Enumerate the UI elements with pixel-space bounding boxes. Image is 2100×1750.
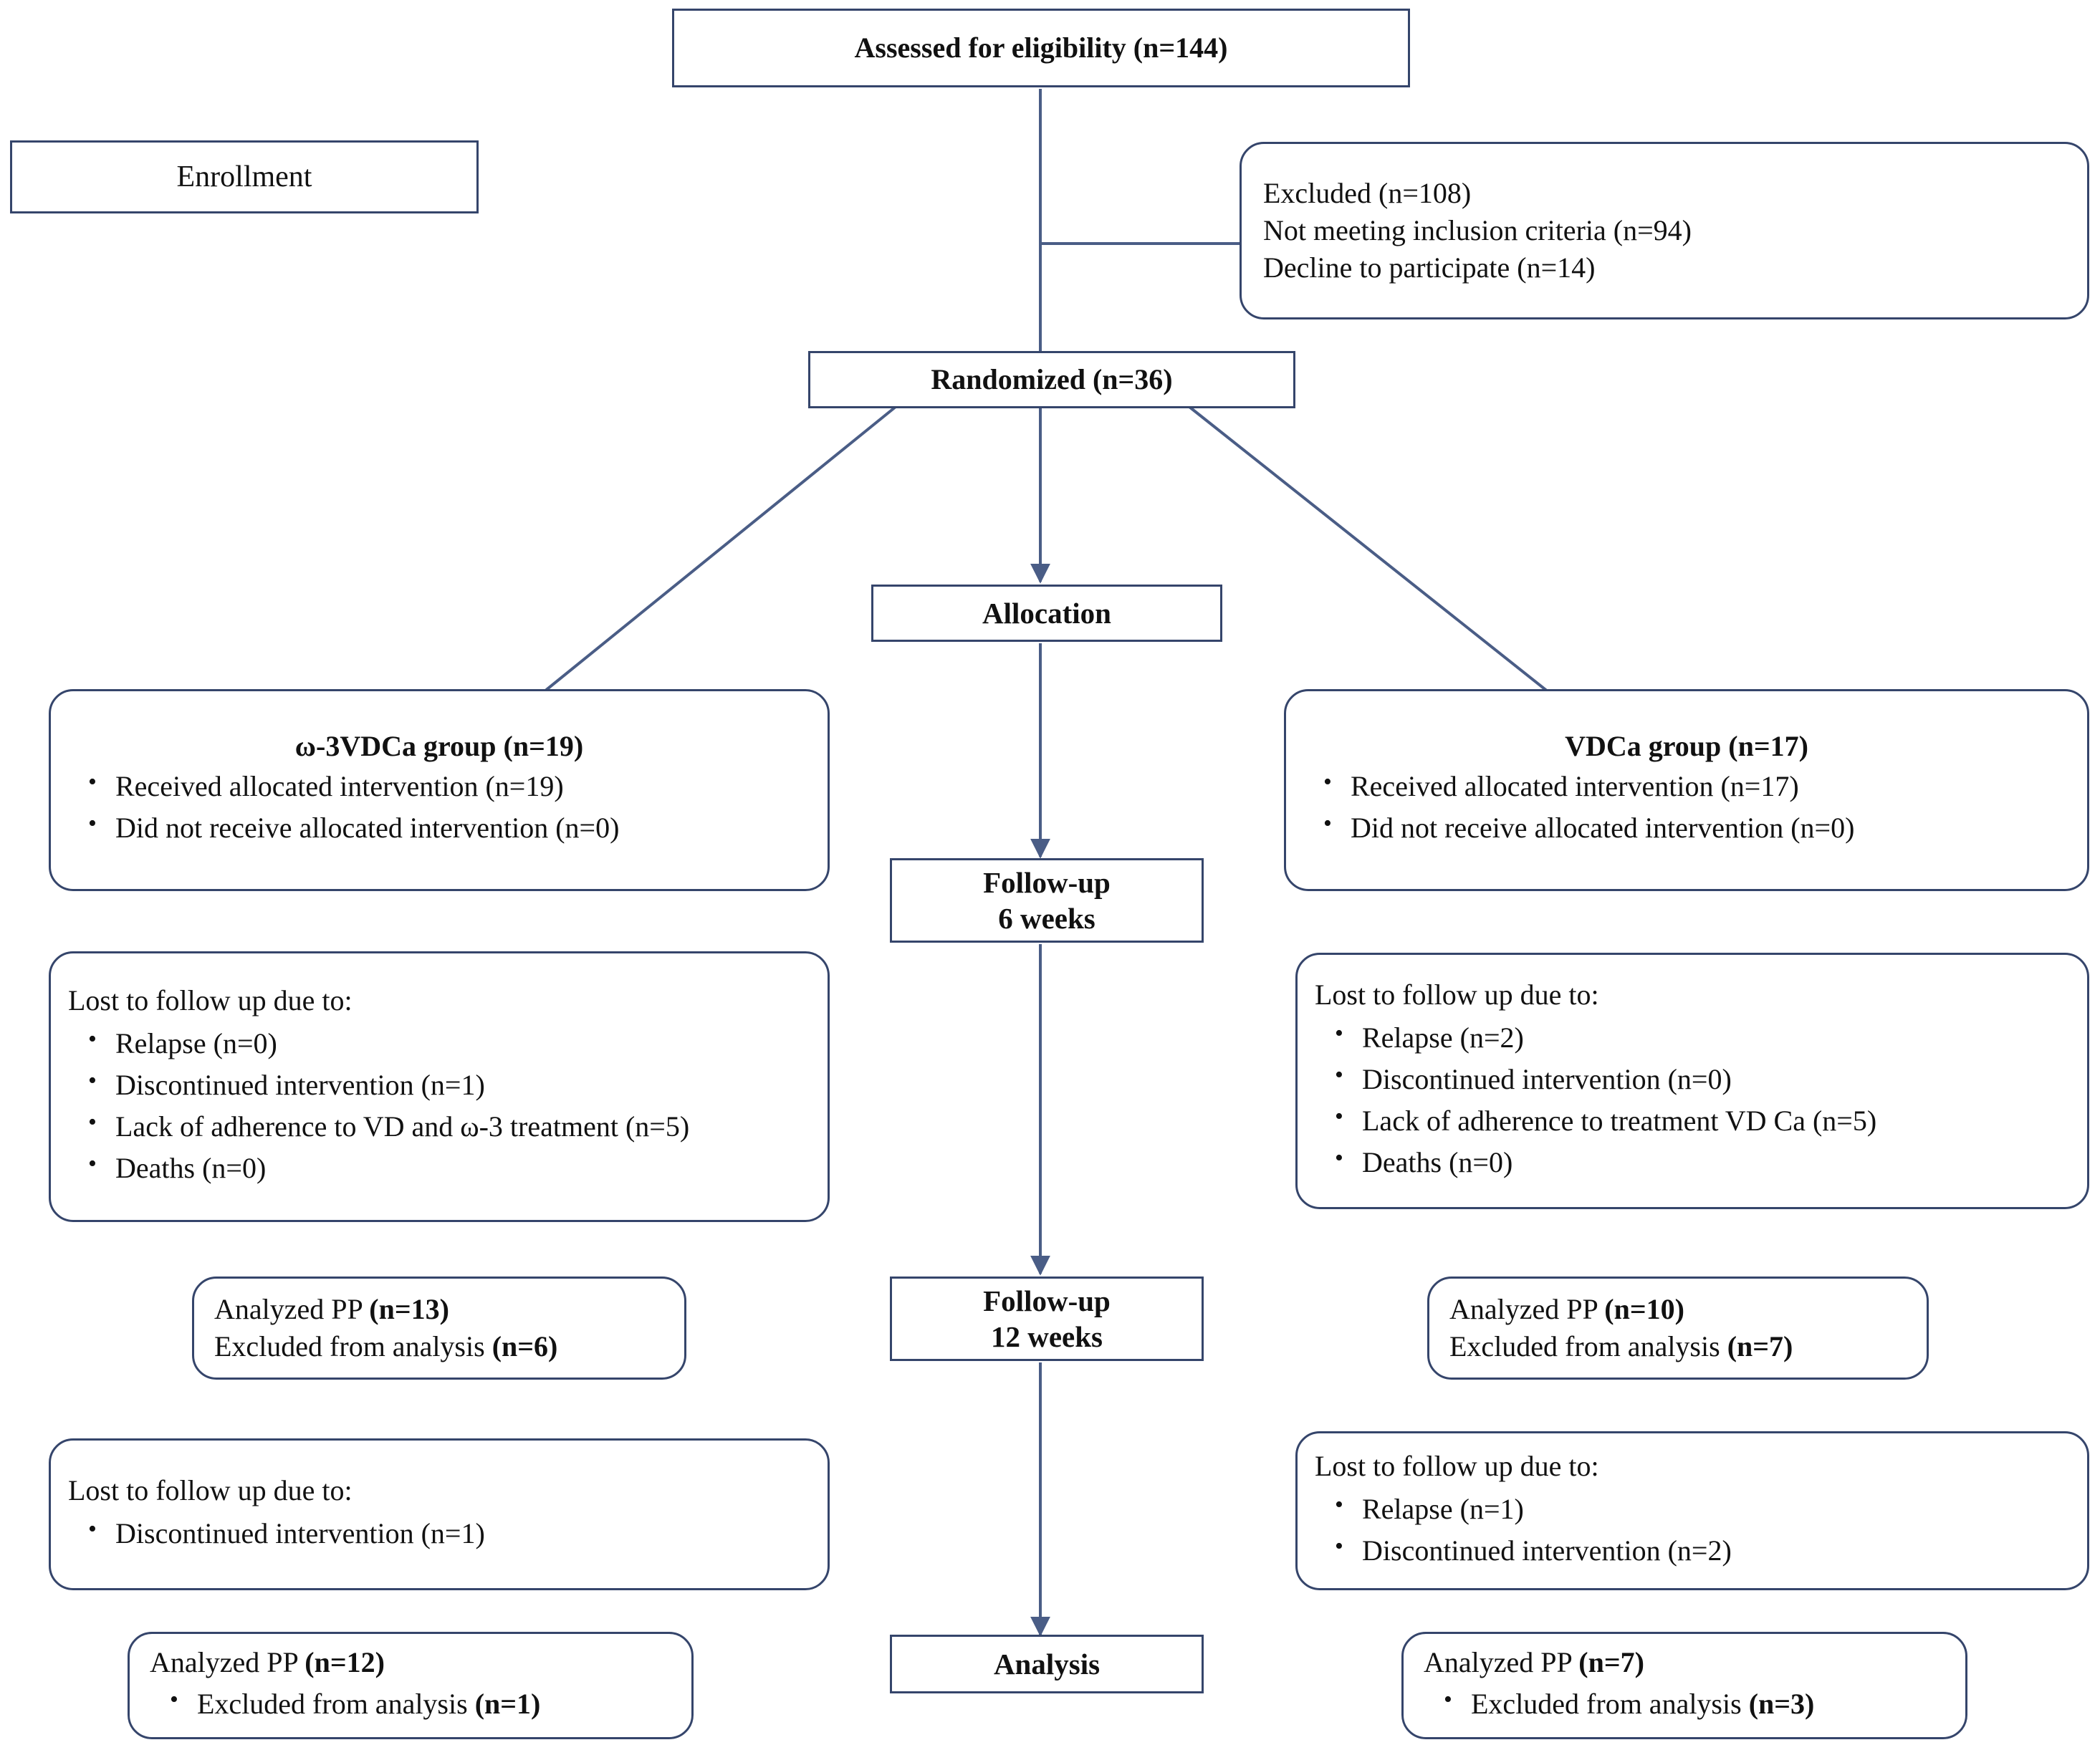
right-analyzed6-count: (n=10) xyxy=(1604,1293,1684,1325)
list-item: Lack of adherence to treatment VD Ca (n=… xyxy=(1335,1101,2070,1140)
left-lost6-list: Relapse (n=0) Discontinued intervention … xyxy=(68,1021,810,1191)
node-assessed-for-eligibility: Assessed for eligibility (n=144) xyxy=(672,9,1410,87)
right-analyzed12-list: Excluded from analysis (n=3) xyxy=(1424,1681,1945,1727)
left-excluded12-count: (n=1) xyxy=(474,1688,541,1720)
followup6-label-text: Follow-up 6 weeks xyxy=(983,865,1111,935)
line-randomized-to-left-group xyxy=(543,405,897,693)
list-item: Did not receive allocated intervention (… xyxy=(88,808,810,847)
right-lost6-lead: Lost to follow up due to: xyxy=(1315,979,1599,1011)
node-left-analyzed-6: Analyzed PP (n=13) Excluded from analysi… xyxy=(192,1277,686,1380)
node-followup-12-weeks-label: Follow-up 12 weeks xyxy=(890,1277,1204,1361)
list-item: Received allocated intervention (n=19) xyxy=(88,766,810,805)
node-randomized: Randomized (n=36) xyxy=(808,351,1295,408)
left-group-list: Received allocated intervention (n=19) D… xyxy=(68,764,810,851)
left-group-title: ω-3VDCa group (n=19) xyxy=(294,729,584,762)
left-lost12-lead: Lost to follow up due to: xyxy=(68,1474,353,1506)
right-lost6-list: Relapse (n=2) Discontinued intervention … xyxy=(1315,1015,2070,1186)
right-excluded6-count: (n=7) xyxy=(1727,1330,1793,1362)
followup12-label-text: Follow-up 12 weeks xyxy=(983,1284,1111,1353)
list-item: Did not receive allocated intervention (… xyxy=(1323,808,2070,847)
enrollment-label-text: Enrollment xyxy=(176,160,312,193)
node-right-group-allocation: VDCa group (n=17) Received allocated int… xyxy=(1284,689,2089,891)
left-lost6-lead: Lost to follow up due to: xyxy=(68,984,353,1016)
left-excluded6-count: (n=6) xyxy=(492,1330,558,1362)
list-item: Lack of adherence to VD and ω-3 treatmen… xyxy=(88,1107,810,1145)
left-analyzed6-line-1: Analyzed PP (n=13) xyxy=(214,1291,664,1328)
left-excluded6-prefix: Excluded from analysis xyxy=(214,1330,492,1362)
node-followup-6-weeks-label: Follow-up 6 weeks xyxy=(890,858,1204,943)
right-analyzed6-prefix: Analyzed PP xyxy=(1449,1293,1605,1325)
line-randomized-to-right-group xyxy=(1188,405,1549,693)
analysis-label-text: Analysis xyxy=(993,1647,1101,1681)
node-analysis-label: Analysis xyxy=(890,1635,1204,1693)
left-analyzed6-count: (n=13) xyxy=(369,1293,449,1325)
node-left-lost-followup-12: Lost to follow up due to: Discontinued i… xyxy=(49,1438,830,1590)
node-right-analyzed-6: Analyzed PP (n=10) Excluded from analysi… xyxy=(1427,1277,1929,1380)
list-item: Deaths (n=0) xyxy=(1335,1143,2070,1181)
randomized-text: Randomized (n=36) xyxy=(931,362,1173,395)
node-enrollment-label: Enrollment xyxy=(10,140,479,213)
node-right-analyzed-12: Analyzed PP (n=7) Excluded from analysis… xyxy=(1401,1632,1967,1739)
right-analyzed12-count: (n=7) xyxy=(1578,1646,1644,1678)
excluded-line-3: Decline to participate (n=14) xyxy=(1263,251,1596,284)
left-analyzed12-list: Excluded from analysis (n=1) xyxy=(150,1681,671,1727)
right-analyzed12-prefix: Analyzed PP xyxy=(1424,1646,1579,1678)
list-item: Discontinued intervention (n=0) xyxy=(1335,1059,2070,1098)
list-item: Discontinued intervention (n=1) xyxy=(88,1514,810,1552)
left-excluded12-prefix: Excluded from analysis xyxy=(197,1688,475,1720)
list-item: Discontinued intervention (n=1) xyxy=(88,1065,810,1104)
node-excluded: Excluded (n=108) Not meeting inclusion c… xyxy=(1240,142,2089,319)
list-item: Relapse (n=1) xyxy=(1335,1489,2070,1528)
node-right-lost-followup-6: Lost to follow up due to: Relapse (n=2) … xyxy=(1295,953,2089,1209)
right-group-title: VDCa group (n=17) xyxy=(1565,729,1808,762)
right-excluded12-count: (n=3) xyxy=(1748,1688,1815,1720)
list-item: Excluded from analysis (n=1) xyxy=(170,1684,671,1723)
node-right-lost-followup-12: Lost to follow up due to: Relapse (n=1) … xyxy=(1295,1431,2089,1590)
right-lost12-lead: Lost to follow up due to: xyxy=(1315,1450,1599,1482)
list-item: Excluded from analysis (n=3) xyxy=(1444,1684,1945,1723)
list-item: Received allocated intervention (n=17) xyxy=(1323,766,2070,805)
left-analyzed12-prefix: Analyzed PP xyxy=(150,1646,305,1678)
node-left-group-allocation: ω-3VDCa group (n=19) Received allocated … xyxy=(49,689,830,891)
right-analyzed6-line-2: Excluded from analysis (n=7) xyxy=(1449,1328,1907,1365)
node-allocation-label: Allocation xyxy=(871,585,1222,642)
node-left-lost-followup-6: Lost to follow up due to: Relapse (n=0) … xyxy=(49,951,830,1222)
left-analyzed6-prefix: Analyzed PP xyxy=(214,1293,370,1325)
right-group-list: Received allocated intervention (n=17) D… xyxy=(1303,764,2070,851)
right-lost12-list: Relapse (n=1) Discontinued intervention … xyxy=(1315,1486,2070,1574)
excluded-line-1: Excluded (n=108) xyxy=(1263,177,1472,209)
left-analyzed6-line-2: Excluded from analysis (n=6) xyxy=(214,1328,664,1365)
right-excluded12-prefix: Excluded from analysis xyxy=(1471,1688,1749,1720)
node-left-analyzed-12: Analyzed PP (n=12) Excluded from analysi… xyxy=(128,1632,694,1739)
left-analyzed12-line-1: Analyzed PP (n=12) xyxy=(150,1644,671,1681)
left-lost12-list: Discontinued intervention (n=1) xyxy=(68,1511,810,1557)
right-analyzed6-line-1: Analyzed PP (n=10) xyxy=(1449,1291,1907,1328)
left-analyzed12-count: (n=12) xyxy=(305,1646,385,1678)
excluded-line-2: Not meeting inclusion criteria (n=94) xyxy=(1263,214,1692,246)
list-item: Deaths (n=0) xyxy=(88,1148,810,1187)
right-excluded6-prefix: Excluded from analysis xyxy=(1449,1330,1727,1362)
list-item: Discontinued intervention (n=2) xyxy=(1335,1531,2070,1569)
list-item: Relapse (n=0) xyxy=(88,1024,810,1062)
right-analyzed12-line-1: Analyzed PP (n=7) xyxy=(1424,1644,1945,1681)
list-item: Relapse (n=2) xyxy=(1335,1018,2070,1057)
assessed-text: Assessed for eligibility (n=144) xyxy=(854,31,1228,64)
allocation-label-text: Allocation xyxy=(982,596,1111,630)
